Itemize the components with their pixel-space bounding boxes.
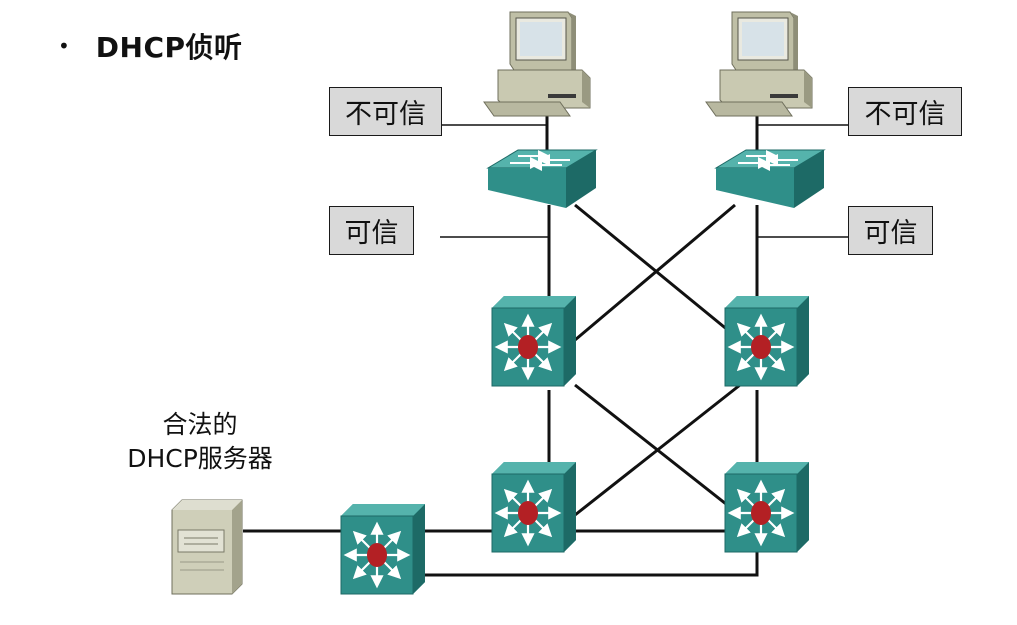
access-switch-icon-right	[716, 150, 824, 208]
multilayer-switch-icon-upper-right	[725, 296, 809, 386]
multilayer-switch-icon-edge	[341, 504, 425, 594]
bullet-icon: •	[58, 34, 70, 58]
multilayer-switch-icon-lower-left	[492, 462, 576, 552]
pc-icon-left	[483, 11, 591, 117]
server-label-line1: 合法的	[162, 410, 238, 439]
label-leaders	[440, 124, 848, 238]
page-title: DHCP侦听	[95, 31, 243, 64]
server-label-line2: DHCP服务器	[127, 444, 273, 473]
label-untrusted-left: 不可信	[329, 87, 442, 136]
server-icon	[171, 499, 243, 595]
pc-icon-right	[705, 11, 813, 117]
label-trusted-right: 可信	[848, 206, 933, 255]
multilayer-switch-icon-lower-right	[725, 462, 809, 552]
label-trusted-left: 可信	[329, 206, 414, 255]
slide-title: • DHCP侦听	[58, 26, 243, 66]
label-untrusted-right: 不可信	[848, 87, 962, 136]
access-switch-icon-left	[488, 150, 596, 208]
server-label: 合法的 DHCP服务器	[100, 408, 300, 476]
multilayer-switch-icon-upper-left	[492, 296, 576, 386]
